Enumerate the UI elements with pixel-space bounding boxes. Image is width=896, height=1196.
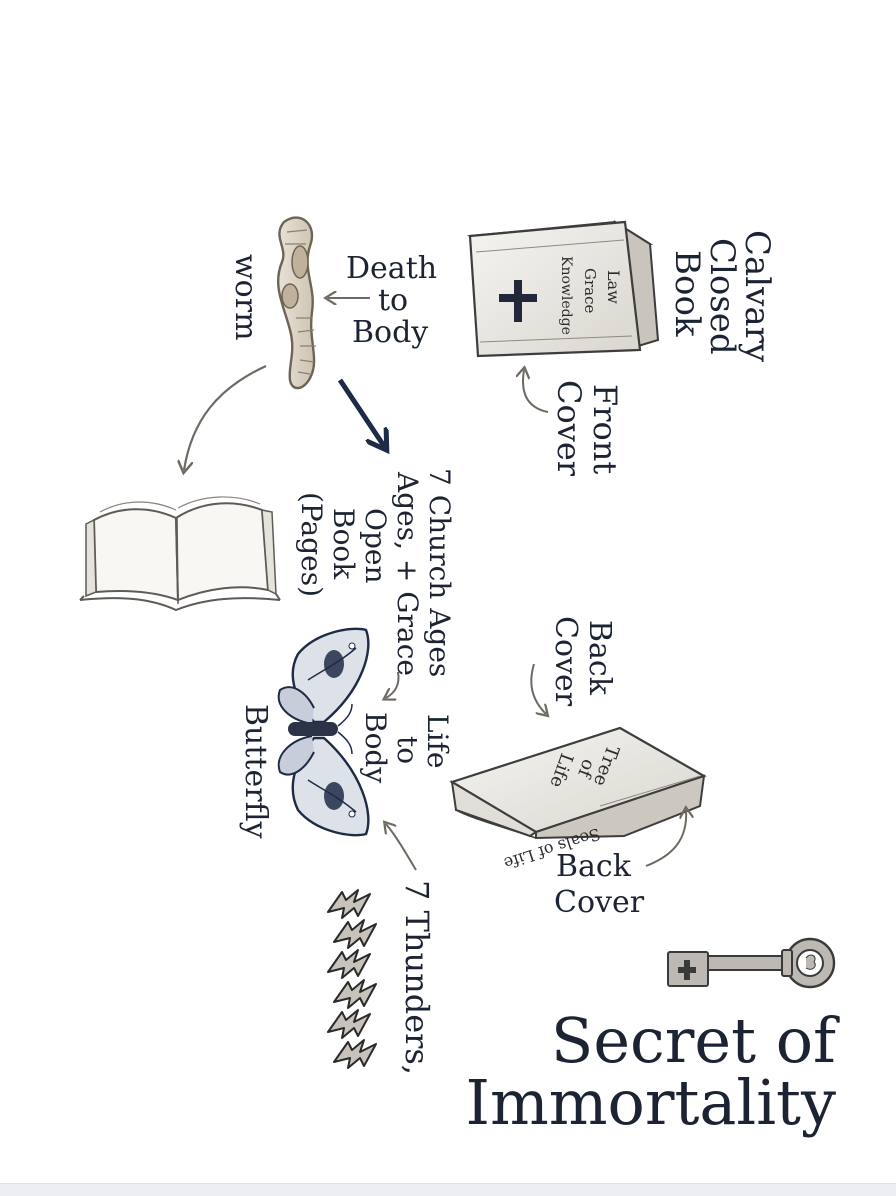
lightning-bolt [327, 1009, 371, 1039]
back-cover-top-line2: Cover [548, 616, 583, 707]
life-to-body-line3: Body [359, 712, 392, 783]
calvary-label-line3: Book [667, 250, 707, 337]
front-cover-label-line1: Front [586, 384, 624, 474]
church-ages-line5: (Pages) [295, 492, 328, 597]
lightning-bolt [327, 889, 371, 919]
church-ages-line3: Open [359, 508, 392, 583]
cross-icon [499, 280, 537, 322]
key-icon [667, 937, 836, 989]
title-line1: Secret of [551, 1004, 840, 1077]
church-ages-line4: Book [327, 508, 360, 580]
calvary-label-line2: Closed [702, 238, 742, 355]
book-spine-word-grace: Grace [581, 268, 599, 313]
church-ages-line1: 7 Church Ages [423, 468, 456, 677]
ages-to-butterfly-arrow [386, 671, 400, 698]
worm-label: worm [228, 254, 263, 341]
lightning-bolt [327, 949, 371, 979]
seven-thunders-label: 7 Thunders, [398, 880, 436, 1075]
lightning-bolt [333, 1039, 377, 1069]
back-cover-top-line1: Back [582, 620, 617, 696]
life-to-body-line1: Life [421, 714, 454, 768]
front-cover-arrow [523, 370, 549, 413]
death-to-body-line2: to [378, 283, 408, 318]
lightning-bolt [333, 919, 377, 949]
back-book-icon [449, 726, 707, 840]
thunders-to-butterfly-arrow [386, 824, 417, 871]
calvary-label-line1: Calvary [737, 230, 777, 363]
book-spine-word-law: Law [604, 270, 623, 304]
butterfly-icon [277, 627, 370, 837]
death-to-body-line1: Death [346, 251, 437, 286]
church-ages-line2: Ages, + Grace [391, 471, 424, 676]
main-flow-arrow [337, 378, 384, 446]
death-to-body-line3: Body [352, 315, 428, 350]
closed-book-icon [467, 220, 660, 358]
lightning-bolt [333, 979, 377, 1009]
butterfly-label: Butterfly [238, 704, 273, 839]
life-to-body-line2: to [391, 736, 424, 764]
book-spine-word-knowledge: Knowledge [558, 256, 574, 335]
lightning-icon [327, 889, 377, 1069]
back-cover-bottom-arrow [645, 810, 686, 867]
open-book-icon [79, 496, 281, 612]
title-line2: Immortality [465, 1066, 836, 1139]
bottom-scroll-strip [0, 1183, 896, 1196]
back-cover-bottom-line1: Back [556, 849, 632, 884]
worm-icon [277, 216, 316, 390]
back-cover-bottom-line2: Cover [554, 885, 645, 920]
front-cover-label-line2: Cover [550, 380, 588, 477]
worm-to-book-arrow [184, 365, 267, 470]
back-cover-top-arrow [530, 663, 546, 714]
